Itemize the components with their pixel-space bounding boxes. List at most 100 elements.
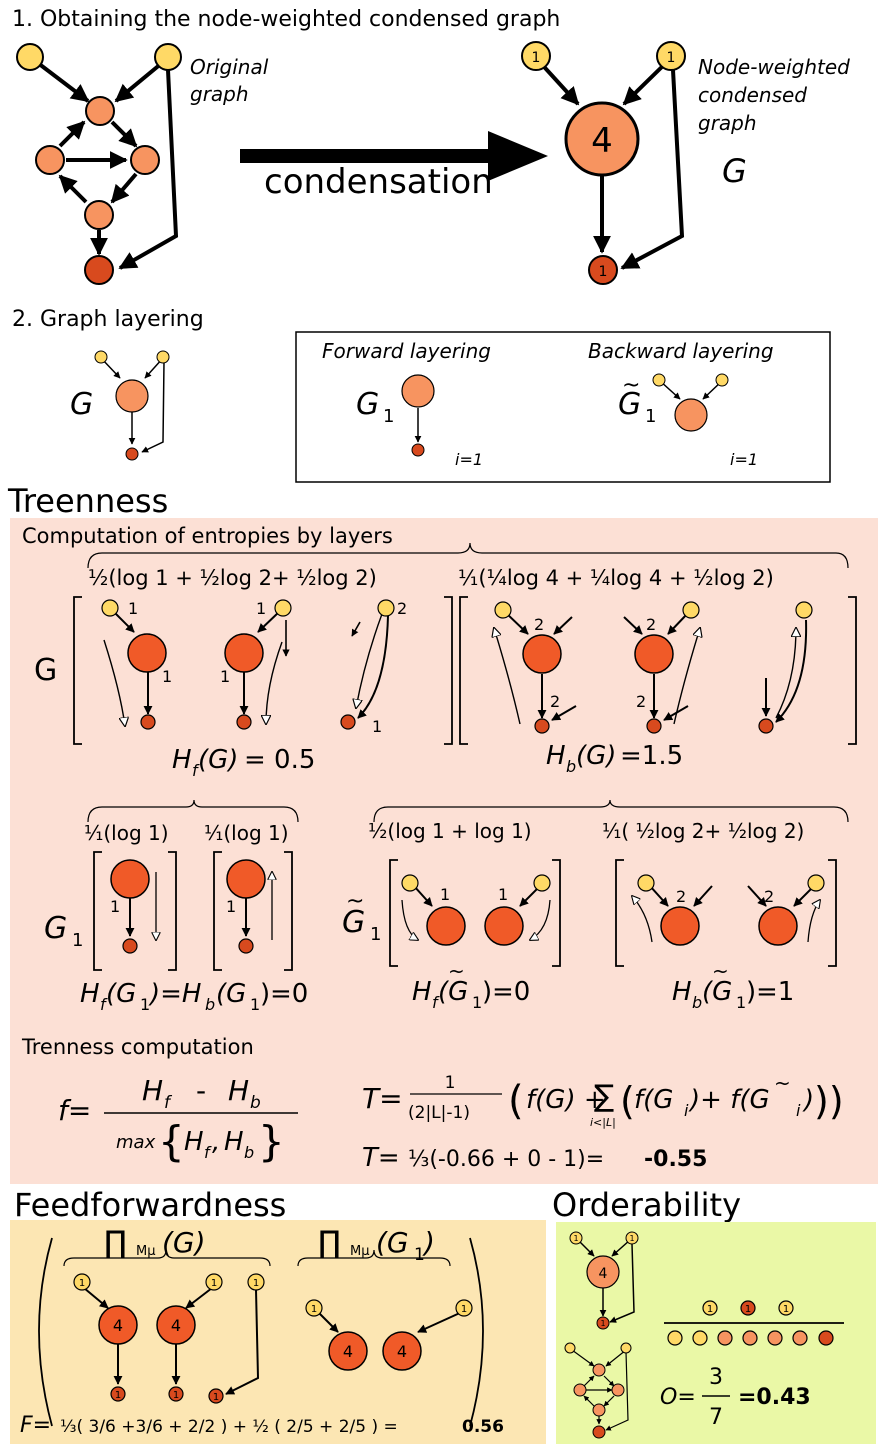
svg-text:{: { <box>158 1117 185 1166</box>
svg-text:T=: T= <box>362 1143 400 1173</box>
condensation-arrow <box>240 131 548 181</box>
svg-text:1: 1 <box>445 1073 456 1093</box>
condensed-label-3: graph <box>698 111 757 135</box>
svg-text:): ) <box>482 977 492 1007</box>
forward-layer-graph <box>401 374 435 457</box>
svg-text:2: 2 <box>636 692 646 711</box>
treeness-title: Treenness <box>7 482 168 520</box>
svg-text:(2|L|-1): (2|L|-1) <box>408 1103 470 1123</box>
svg-text:2: 2 <box>534 615 544 634</box>
svg-text:Mμ: Mμ <box>350 1244 370 1259</box>
svg-text:1: 1 <box>736 993 746 1012</box>
svg-text:1: 1 <box>472 993 482 1012</box>
svg-text:1: 1 <box>79 1278 85 1289</box>
svg-text:)+ f(G: )+ f(G <box>688 1085 770 1115</box>
svg-text:1: 1 <box>414 1245 425 1265</box>
section2-title: 2. Graph layering <box>12 307 204 332</box>
svg-text:1: 1 <box>220 667 230 686</box>
svg-text:1: 1 <box>256 599 266 618</box>
Gt1-forward-graph: 1 1 <box>401 874 551 946</box>
svg-text:1: 1 <box>115 1390 121 1401</box>
svg-text:f: f <box>432 993 440 1012</box>
graph-node <box>588 255 618 285</box>
svg-text:b: b <box>566 757 576 776</box>
svg-text:f(G: f(G <box>634 1085 673 1115</box>
svg-text:i<|L|: i<|L| <box>590 1116 616 1129</box>
graph-node <box>130 145 160 175</box>
condensation-label: condensation <box>264 162 493 202</box>
svg-text:1: 1 <box>140 995 150 1014</box>
svg-text:,: , <box>212 1127 220 1157</box>
gt1-backward-formula: ⅟₁( ½log 2+ ½log 2) <box>602 819 804 843</box>
weight-label: 1 <box>532 50 541 66</box>
forward-formula: ½(log 1 + ½log 2+ ½log 2) <box>88 566 377 590</box>
forward-layer-2: 1 1 <box>220 599 292 730</box>
svg-text:(G): (G) <box>162 1226 206 1259</box>
forward-layer-1: 1 1 <box>101 599 172 730</box>
hf-G-H: H <box>172 745 192 775</box>
section-layering: 2. Graph layering G Forward layering Bac… <box>12 307 831 483</box>
svg-text:1: 1 <box>162 667 172 686</box>
i-label: i=1 <box>455 450 483 469</box>
svg-text:-: - <box>196 1074 206 1107</box>
Gt1-backward-graph: 2 2 <box>632 874 825 946</box>
section-feedforwardness: Feedforwardness ∏ Mμ (G) ∏ Mμ (G 1 ) <box>10 1186 546 1444</box>
svg-text:1: 1 <box>311 1304 317 1315</box>
Gt1-label: G <box>342 905 365 940</box>
svg-text:(: ( <box>508 1078 524 1124</box>
svg-text:f: f <box>204 1143 212 1162</box>
svg-text:1: 1 <box>213 1392 219 1403</box>
graph-node <box>521 41 551 71</box>
section-orderability: Orderability 4 1 1 1 <box>552 1186 876 1444</box>
G1-backward-graph: 1 <box>226 859 272 954</box>
feedforwardness-panel <box>10 1220 546 1444</box>
treeness-panel <box>10 518 878 1184</box>
svg-text:i: i <box>796 1101 801 1120</box>
svg-text:1: 1 <box>573 1234 578 1243</box>
section-treeness: Treenness Computation of entropies by la… <box>7 482 878 1184</box>
feedforwardness-title: Feedforwardness <box>14 1186 286 1224</box>
svg-text:H: H <box>672 977 692 1007</box>
svg-text:1: 1 <box>783 1304 789 1315</box>
svg-text:1: 1 <box>250 995 260 1014</box>
svg-text:b: b <box>250 1093 261 1113</box>
svg-text:4: 4 <box>397 1342 407 1361</box>
svg-text:H: H <box>224 1127 244 1157</box>
svg-text:H: H <box>184 1127 204 1157</box>
svg-text:max: max <box>116 1132 156 1153</box>
g1-forward-formula: ⅟₁(log 1) <box>84 821 169 845</box>
T-label: T= <box>362 1082 403 1115</box>
orderability-graph-original <box>564 1342 632 1439</box>
G1-label: G <box>356 387 379 422</box>
backward-layer-1: 2 2 <box>494 601 577 734</box>
svg-text:3: 3 <box>709 1365 723 1390</box>
F-formula: ⅓( 3/6 +3/6 + 2/2 ) + ½ ( 2/5 + 2/5 ) = <box>60 1417 398 1437</box>
svg-text:(G: (G <box>702 977 732 1007</box>
svg-text:H: H <box>142 1074 163 1107</box>
svg-text:i: i <box>684 1101 689 1120</box>
svg-text:1: 1 <box>461 1304 467 1315</box>
entropies-title: Computation of entropies by layers <box>22 524 393 548</box>
svg-text:4: 4 <box>343 1342 353 1361</box>
hb-G-value: =1.5 <box>620 741 683 771</box>
svg-text:4: 4 <box>113 1316 123 1335</box>
G1-forward-graph: 1 <box>110 859 156 954</box>
svg-text:Mμ: Mμ <box>136 1244 156 1259</box>
svg-text:∏: ∏ <box>104 1225 127 1260</box>
weight-label: 1 <box>667 50 676 66</box>
backward-layer-2: 2 2 <box>623 601 700 734</box>
svg-text:): ) <box>260 979 270 1009</box>
svg-text:1: 1 <box>173 1390 179 1401</box>
condensed-label-1: Node-weighted <box>698 55 850 79</box>
tilde-mark: ~ <box>622 373 640 398</box>
T-result: ⅓(-0.66 + 0 - 1)= <box>408 1147 604 1172</box>
svg-text:(G): (G) <box>576 741 616 771</box>
G1-tilde-subscript: 1 <box>645 406 656 427</box>
svg-text:)=H: )=H <box>148 979 201 1009</box>
G-label: G <box>34 653 57 688</box>
svg-text:2: 2 <box>676 887 686 906</box>
svg-text:1: 1 <box>745 1304 751 1315</box>
svg-text:1: 1 <box>600 1319 605 1328</box>
backward-layer-3 <box>758 601 813 734</box>
svg-text:O=: O= <box>660 1385 696 1410</box>
